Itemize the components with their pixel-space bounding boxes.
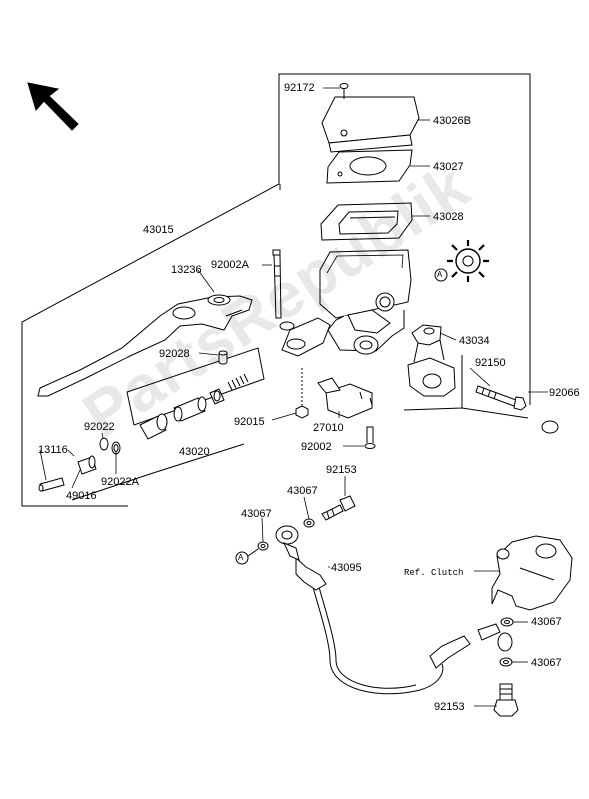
label-92153-upper: 92153: [326, 464, 357, 476]
label-92066: 92066: [549, 387, 580, 399]
label-43067-a: 43067: [287, 485, 318, 497]
leader-lines: [39, 87, 548, 707]
bolt-92002a: [272, 249, 282, 319]
assembly-frame-43015: [21, 73, 531, 507]
reservoir-cap-43026b: [321, 96, 420, 153]
label-49016: 49016: [66, 490, 97, 502]
label-43026b: 43026B: [433, 115, 471, 127]
label-92172: 92172: [284, 82, 315, 94]
label-92015: 92015: [234, 416, 265, 428]
gear-icon: [447, 240, 489, 282]
label-43028: 43028: [433, 211, 464, 223]
label-92028: 92028: [159, 348, 190, 360]
label-43095: 43095: [331, 562, 362, 574]
diaphragm-plate-43027: [326, 149, 413, 184]
banjo-bolt-92153-upper: [321, 495, 356, 521]
screw-92002: [364, 426, 376, 449]
clutch-hose-43095: [295, 556, 501, 695]
collar-92028: [218, 353, 228, 365]
label-13116: 13116: [38, 444, 68, 456]
piston-kit-43020: [139, 373, 249, 440]
diaphragm-43028: [320, 202, 413, 241]
label-92153-lower: 92153: [434, 701, 465, 713]
label-43067-b: 43067: [241, 508, 272, 520]
label-43067-d: 43067: [531, 657, 562, 669]
clamp-43034: [407, 324, 456, 397]
banjo-fitting-upper: [257, 518, 315, 561]
cap-92066: [541, 420, 559, 434]
lever-13236: [37, 294, 253, 397]
label-13236: 13236: [171, 264, 202, 276]
switch-27010: [317, 377, 373, 419]
washers-lower: [497, 617, 514, 667]
label-92002: 92002: [301, 441, 332, 453]
bolt-92150: [475, 385, 527, 411]
label-92022: 92022: [84, 421, 115, 433]
label-27010: 27010: [313, 422, 344, 434]
screw-92172: [339, 83, 349, 99]
callout-a-markers: [235, 268, 448, 565]
label-43015: 43015: [143, 224, 174, 236]
direction-arrow-icon: [27, 82, 79, 131]
label-92022a: 92022A: [101, 476, 139, 488]
label-43067-c: 43067: [531, 616, 562, 628]
label-92002a: 92002A: [211, 259, 249, 271]
piston-kit-frame: [71, 347, 265, 501]
master-cylinder-body: [279, 249, 412, 357]
clutch-release-cylinder: [491, 535, 573, 611]
callout-a-upper: A: [437, 270, 443, 279]
label-43034: 43034: [459, 335, 490, 347]
banjo-bolt-92153-lower: [493, 683, 519, 717]
callout-a-lower: A: [238, 553, 244, 562]
label-92150: 92150: [475, 357, 506, 369]
label-43020: 43020: [179, 446, 210, 458]
ref-clutch-label: Ref. Clutch: [404, 568, 464, 578]
nut-92015: [295, 368, 309, 419]
small-parts-group: [38, 437, 121, 492]
label-43027: 43027: [433, 161, 464, 173]
